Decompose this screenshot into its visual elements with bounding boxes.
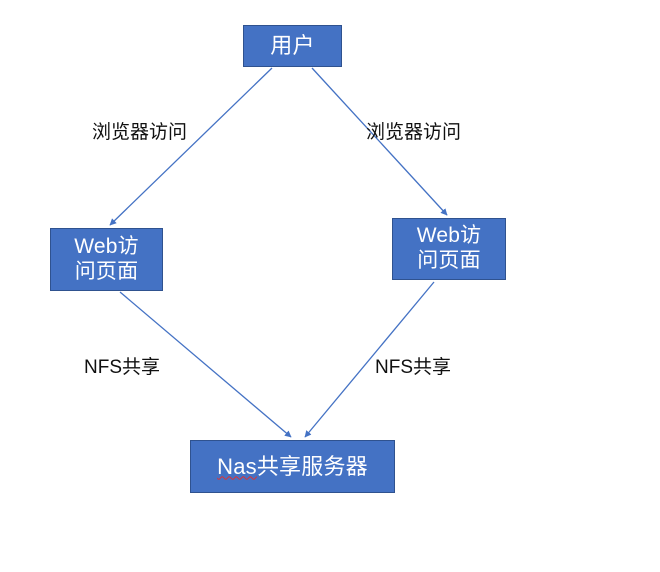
node-web-access-left-label: Web访 问页面: [74, 234, 139, 283]
node-web-access-right[interactable]: Web访 问页面: [392, 218, 506, 280]
edge-label-nfs-share-right: NFS共享: [375, 357, 452, 378]
connector-user-to-web-left: [109, 67, 273, 226]
edge-label-browser-access-left: 浏览器访问: [92, 122, 188, 143]
node-nas-server-label: Nas共享服务器: [215, 454, 370, 480]
node-user-label: 用户: [270, 33, 315, 59]
node-nas-server[interactable]: Nas共享服务器: [190, 440, 395, 493]
edge-label-browser-access-right: 浏览器访问: [366, 122, 462, 143]
node-user[interactable]: 用户: [243, 25, 342, 67]
misspelled-word: Nas: [217, 453, 257, 479]
node-web-access-right-label: Web访 问页面: [416, 224, 482, 272]
node-web-access-left[interactable]: Web访 问页面: [50, 228, 163, 291]
node-nas-server-label-rest: 共享服务器: [256, 453, 368, 479]
edge-label-nfs-share-left: NFS共享: [84, 357, 161, 378]
